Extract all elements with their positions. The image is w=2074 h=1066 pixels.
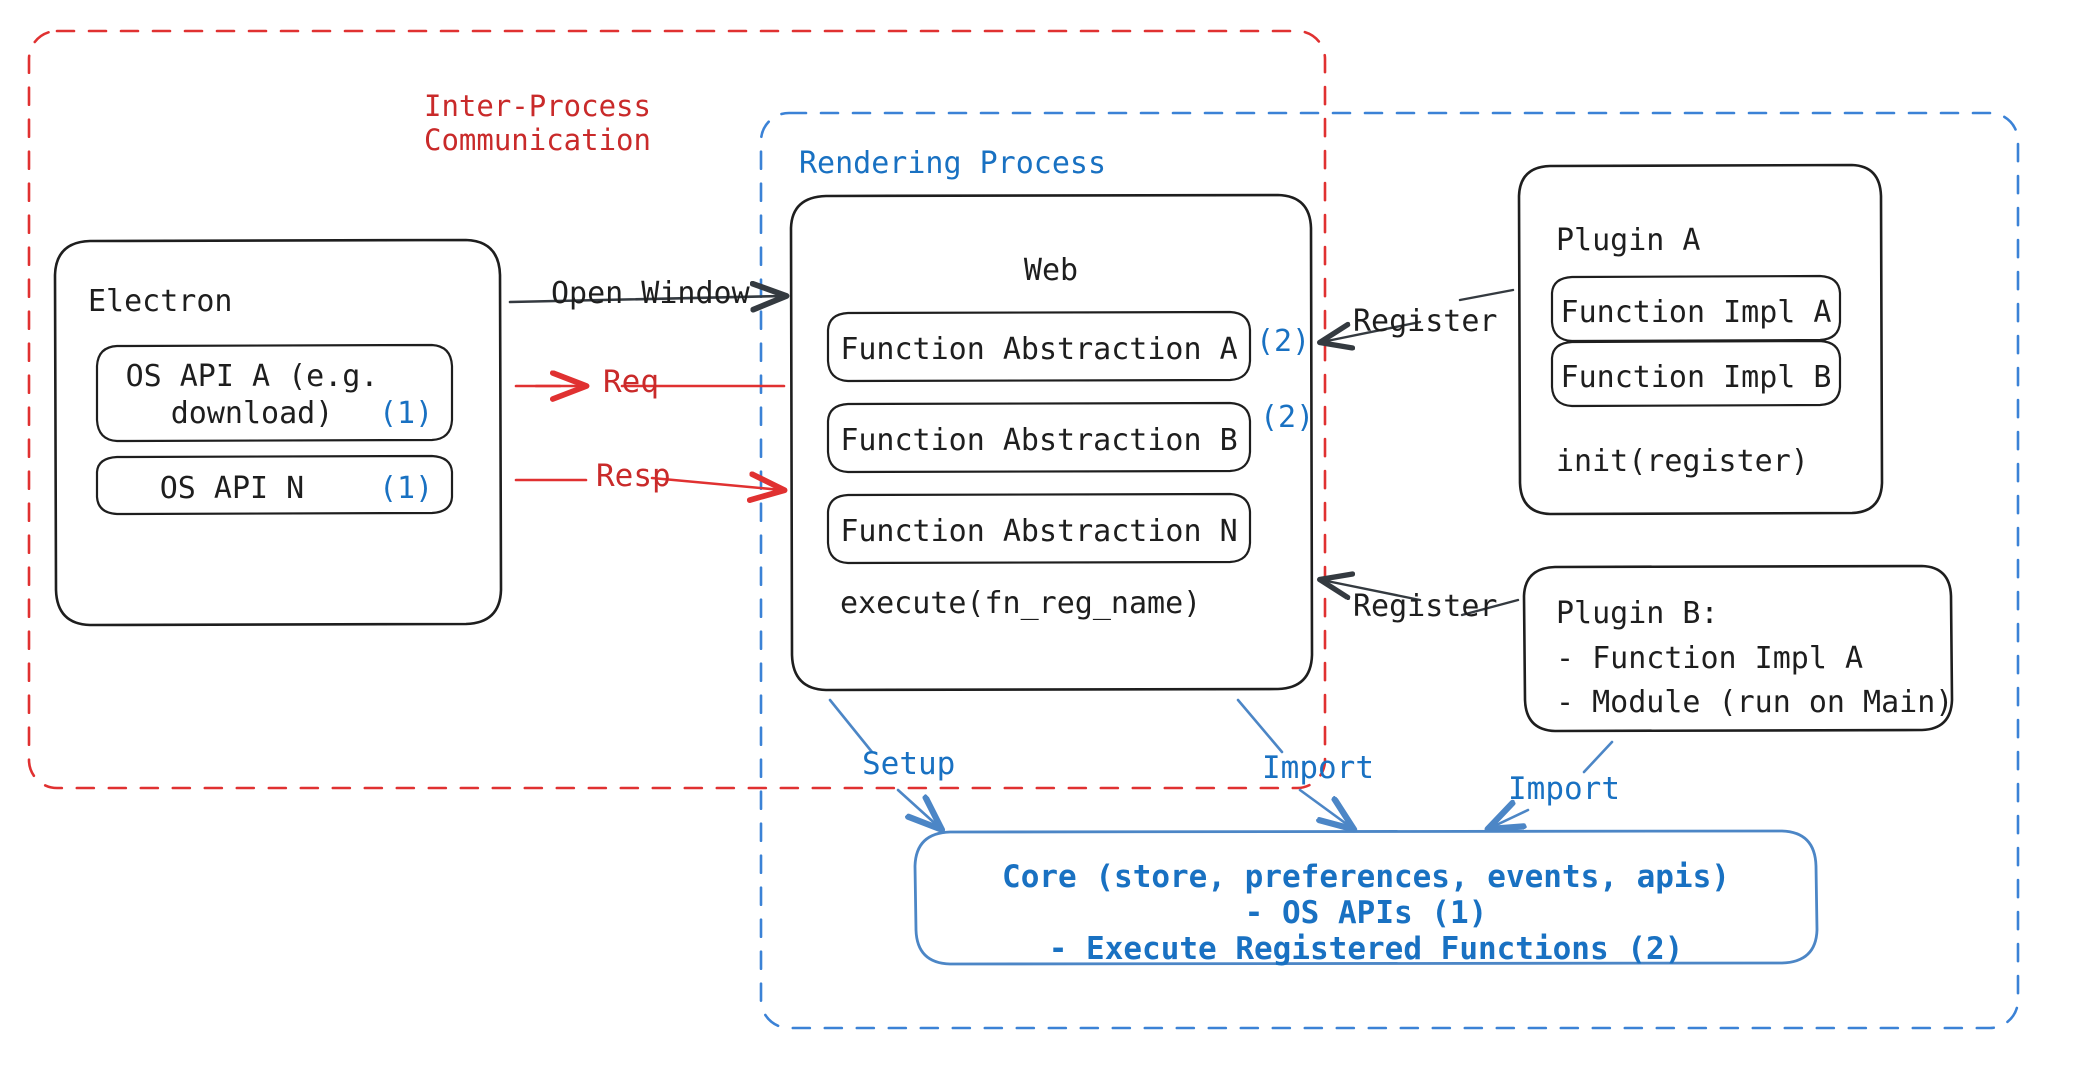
node-web-footer: execute(fn_reg_name) xyxy=(840,586,1202,621)
function-abstraction-n-label: Function Abstraction N xyxy=(840,514,1238,549)
group-label-rendering: Rendering Process xyxy=(799,146,1107,181)
function-impl-b-label: Function Impl B xyxy=(1560,360,1832,395)
os-api-a-label-line2: download) xyxy=(170,396,334,431)
node-electron-title: Electron xyxy=(88,284,233,319)
node-plugin-b-title: Plugin B: xyxy=(1556,596,1719,631)
group-label-ipc-line1: Inter-Process xyxy=(424,89,651,123)
edge-label-resp: Resp xyxy=(596,458,671,494)
node-plugin-b-line-1: - Function Impl A xyxy=(1556,641,1864,676)
node-core-line-2: - OS APIs (1) xyxy=(1244,895,1488,931)
group-label-ipc-line2: Communication xyxy=(424,123,651,157)
edge-label-import-plugin-b: Import xyxy=(1508,771,1620,807)
node-plugin-a-footer: init(register) xyxy=(1556,444,1809,479)
edge-label-register-plugin-b: Register xyxy=(1353,589,1498,624)
node-web-title: Web xyxy=(1023,253,1079,288)
function-abstraction-b-label: Function Abstraction B xyxy=(840,423,1238,458)
edge-label-register-plugin-a: Register xyxy=(1353,304,1498,339)
edge-label-req: Req xyxy=(603,364,659,400)
edge-label-import-web: Import xyxy=(1262,750,1374,786)
node-plugin-b-line-2: - Module (run on Main) xyxy=(1556,685,1954,720)
os-api-n-badge: (1) xyxy=(379,471,434,506)
node-core-line-1: Core (store, preferences, events, apis) xyxy=(1002,859,1730,895)
node-core-line-3: - Execute Registered Functions (2) xyxy=(1048,931,1684,967)
os-api-a-label-line1: OS API A (e.g. xyxy=(125,359,379,394)
edge-label-open-window: Open Window xyxy=(551,276,750,311)
function-abstraction-a-label: Function Abstraction A xyxy=(840,332,1238,367)
os-api-a-badge: (1) xyxy=(379,396,434,431)
function-abstraction-a-badge: (2) xyxy=(1256,324,1311,359)
edge-label-setup: Setup xyxy=(862,746,956,782)
node-plugin-a-title: Plugin A xyxy=(1556,223,1701,258)
os-api-n-label: OS API N xyxy=(159,471,305,506)
function-abstraction-b-badge: (2) xyxy=(1260,400,1315,435)
function-impl-a-label: Function Impl A xyxy=(1560,295,1832,330)
